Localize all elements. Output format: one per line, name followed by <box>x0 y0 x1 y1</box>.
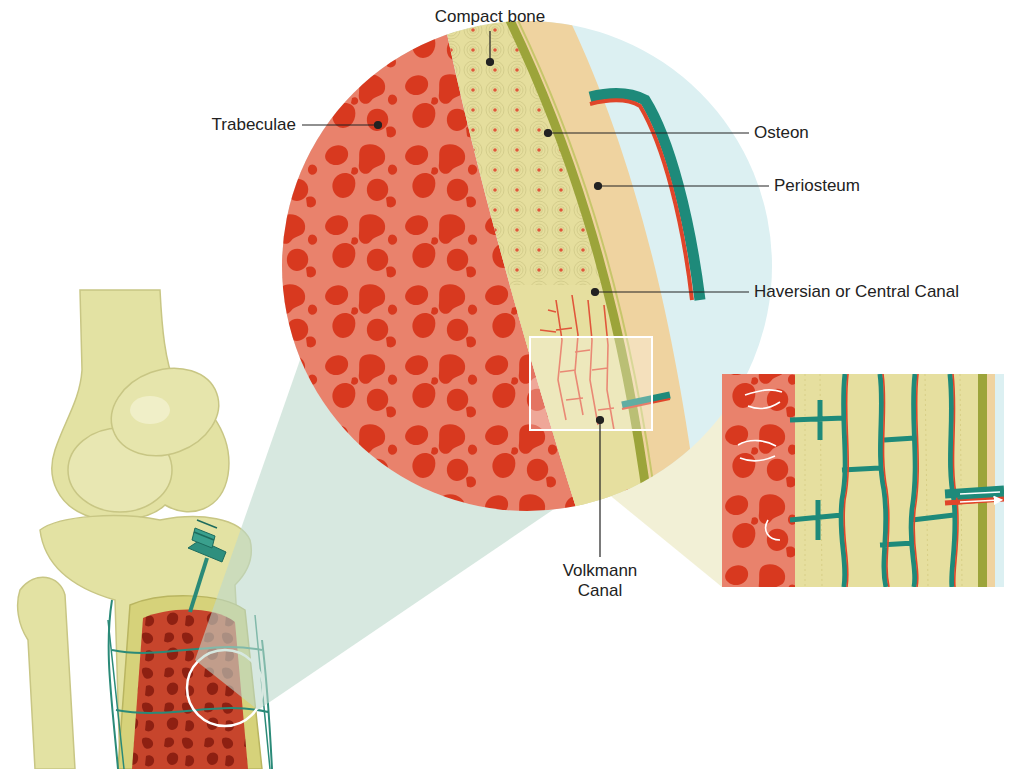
inset-detail-part <box>987 374 995 587</box>
leader-lines-part <box>595 183 602 190</box>
knee-illustration-part <box>194 520 217 540</box>
magnified-bone-part <box>500 0 650 520</box>
inset-detail-part <box>722 374 1004 587</box>
magnified-bone-part <box>590 94 700 300</box>
leader-lines-part <box>375 122 382 129</box>
part-label: Osteon <box>754 123 809 143</box>
zoom-box <box>530 337 652 430</box>
leader-lines-part <box>592 289 599 296</box>
inset-detail-part <box>722 374 802 587</box>
knee-illustration-part <box>99 354 231 471</box>
leader-lines-part <box>595 291 749 292</box>
knee-illustration-part <box>192 528 215 548</box>
leader-lines-part <box>487 59 494 66</box>
part-label: Compact bone <box>435 7 546 27</box>
part-label: Periosteum <box>774 176 860 196</box>
inset-detail-part <box>790 374 1004 587</box>
knee-illustration-part <box>18 577 75 769</box>
inset-detail-part <box>844 374 1004 587</box>
leader-lines-part <box>548 132 749 133</box>
inset-detail <box>722 374 1004 587</box>
leader-lines-part <box>597 417 604 424</box>
magnified-bone-part <box>508 0 658 520</box>
leader-lines-part <box>598 185 769 186</box>
inset-detail-part <box>978 374 987 587</box>
magnified-bone-part <box>590 100 692 300</box>
part-label: Volkmann Canal <box>553 561 648 601</box>
leader-lines-part <box>599 420 600 557</box>
inset-detail-part <box>738 390 1000 540</box>
leader-lines-part <box>302 124 378 125</box>
knee-illustration <box>18 290 272 769</box>
leader-lines <box>302 31 769 557</box>
magnified-bone <box>270 0 790 530</box>
knee-illustration-part <box>130 396 170 424</box>
knee-illustration-part <box>190 558 207 612</box>
part-label: Trabeculae <box>212 115 296 135</box>
leader-lines-part <box>545 130 552 137</box>
leader-lines-part <box>489 31 490 62</box>
part-label: Haversian or Central Canal <box>754 282 959 302</box>
